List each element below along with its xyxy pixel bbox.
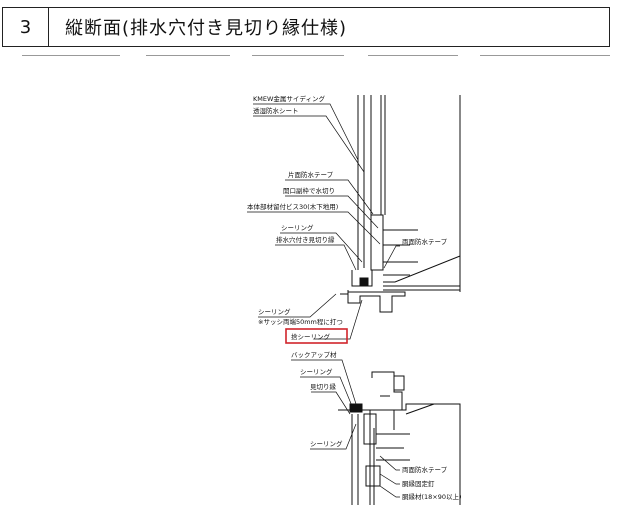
dash-segment	[146, 55, 230, 56]
leader-tape-one	[285, 179, 374, 215]
label-sealing-note: ※サッシ両端50mm程に打つ	[258, 317, 343, 326]
label-furring: 胴縁材(18×90以上)	[402, 492, 462, 501]
label-tape-both: 両面防水テープ	[402, 237, 448, 246]
section-title: 縦断面(排水穴付き見切り縁仕様)	[65, 18, 348, 39]
label-nail: 胴縁固定釘	[402, 479, 435, 488]
lower-leaders	[291, 359, 400, 498]
label-sealing: シーリング	[281, 223, 314, 232]
lower-frame	[338, 403, 461, 505]
sash-profile	[347, 290, 406, 313]
dash-segment	[22, 55, 120, 56]
leader-drip	[285, 195, 379, 229]
header-underline	[22, 55, 610, 57]
label-tape-one: 片面防水テープ	[288, 170, 334, 179]
upper-leaders	[247, 103, 400, 340]
dash-segment	[368, 55, 458, 56]
leader-tape-both	[383, 245, 400, 269]
frame-chamfer	[405, 403, 435, 415]
leader-screw	[247, 211, 381, 245]
label-siding: KMEW金属サイディング	[253, 94, 325, 103]
section-header: 3 縦断面(排水穴付き見切り縁仕様)	[2, 7, 610, 47]
leader-sealing-2	[258, 293, 337, 318]
leader-trim	[311, 391, 351, 415]
label-tape-lower: 両面防水テープ	[402, 465, 448, 474]
label-highlight: 捨シーリング	[291, 332, 331, 341]
sill	[383, 255, 461, 291]
upper-detail	[340, 95, 461, 313]
lower-detail	[338, 371, 461, 505]
leader-siding	[253, 103, 359, 161]
leader-backup	[291, 359, 357, 405]
label-sheet: 透湿防水シート	[253, 106, 299, 115]
dash-segment	[252, 55, 344, 56]
label-trim-lower: 見切り縁	[310, 382, 337, 391]
leader-sealing-lower	[300, 376, 353, 407]
leader-trim	[275, 244, 357, 271]
highlight-box	[285, 328, 348, 344]
frame-block	[370, 214, 384, 271]
furring-block	[365, 465, 381, 487]
leader-tape-lower	[379, 455, 400, 471]
label-drip: 開口副枠で水切り	[283, 186, 335, 195]
label-sealing-2: シーリング	[258, 307, 291, 316]
leader-nail	[379, 473, 400, 485]
section-number: 3	[3, 8, 49, 46]
leader-sheet	[253, 115, 365, 173]
label-sealing-bottom: シーリング	[310, 439, 343, 448]
dash-segment	[480, 55, 610, 56]
sash-chamber	[393, 375, 405, 391]
label-screw: 本体部材留付ビス30(木下地用)	[247, 202, 338, 211]
leader-highlight	[314, 299, 363, 340]
sealant-bead	[359, 277, 369, 287]
label-drain-trim: 排水穴付き見切り縁	[276, 235, 335, 244]
leader-furring	[379, 485, 400, 498]
label-sealing-lower: シーリング	[300, 367, 333, 376]
label-backup: バックアップ材	[291, 350, 337, 359]
leader-sealing	[280, 232, 363, 263]
lower-block	[363, 413, 377, 445]
leader-sealing-bottom	[310, 423, 357, 450]
